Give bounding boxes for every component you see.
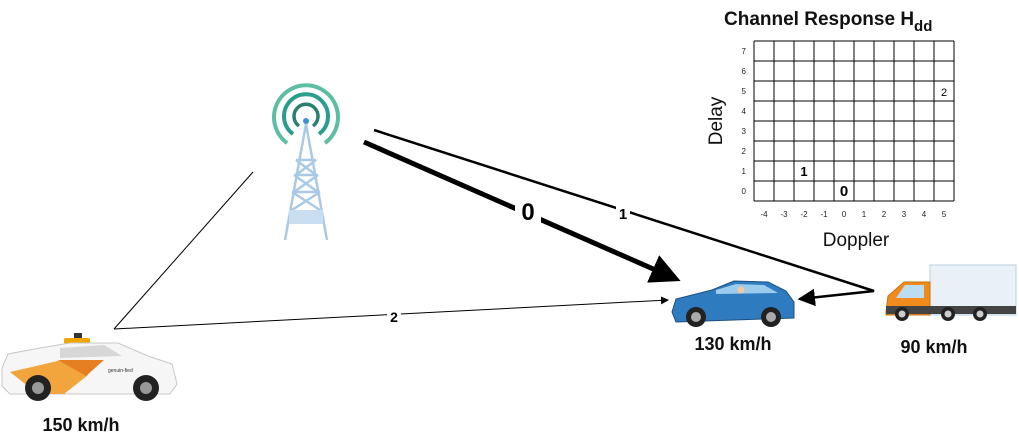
chart-title-main: Channel Response H bbox=[724, 9, 914, 30]
x-tick-label: 2 bbox=[882, 210, 887, 219]
chart-grid bbox=[753, 40, 955, 202]
x-tick-label: 4 bbox=[922, 210, 927, 219]
channel-response-chart: Channel Response Hdd -4 -3 -2 -1 0 1 2 3 4 5 0 1 2 3… bbox=[706, 9, 955, 251]
y-tick-label: 2 bbox=[742, 147, 747, 156]
path-2-source-line bbox=[113, 171, 254, 330]
path-0-label: 0 bbox=[521, 199, 534, 226]
path-2-label-bg bbox=[387, 308, 401, 325]
path-2-label: 2 bbox=[390, 309, 398, 325]
car-logo-text: genuin-fied bbox=[108, 368, 133, 374]
chart-title: Channel Response Hdd bbox=[724, 9, 932, 35]
chart-title-subscript: dd bbox=[914, 18, 932, 35]
truck-icon bbox=[885, 264, 1017, 321]
center-car-icon bbox=[671, 280, 795, 327]
y-tick-label: 1 bbox=[742, 167, 747, 176]
x-tick-label: 5 bbox=[942, 210, 947, 219]
y-tick-label: 6 bbox=[742, 67, 747, 76]
y-axis-label: Delay bbox=[706, 96, 727, 145]
x-tick-label: -3 bbox=[780, 210, 788, 219]
left-car-speed: 150 km/h bbox=[42, 415, 119, 435]
cell-value-label: 1 bbox=[800, 164, 807, 179]
x-tick-label: 0 bbox=[842, 210, 847, 219]
path-1-line bbox=[373, 128, 875, 307]
center-car-speed: 130 km/h bbox=[694, 334, 771, 354]
truck-speed: 90 km/h bbox=[900, 337, 967, 357]
x-tick-label: -4 bbox=[760, 210, 768, 219]
y-tick-label: 7 bbox=[742, 47, 747, 56]
path-1-label-bg bbox=[616, 204, 630, 222]
x-tick-label: -1 bbox=[820, 210, 828, 219]
x-tick-label: 3 bbox=[902, 210, 907, 219]
cell-value-label: 2 bbox=[941, 87, 947, 99]
x-axis-label: Doppler bbox=[823, 230, 890, 251]
x-tick-labels: -4 -3 -2 -1 0 1 2 3 4 5 bbox=[760, 210, 946, 219]
path-0-label-bg bbox=[515, 198, 541, 224]
left-car-icon: genuin-fied bbox=[1, 333, 178, 401]
x-tick-label: -2 bbox=[800, 210, 808, 219]
y-tick-label: 3 bbox=[742, 127, 747, 136]
y-tick-labels: 0 1 2 3 4 5 6 7 bbox=[742, 47, 747, 196]
x-tick-label: 1 bbox=[862, 210, 867, 219]
y-tick-label: 4 bbox=[742, 107, 747, 116]
path-1-label: 1 bbox=[619, 206, 627, 223]
cell-labels: 0 1 2 bbox=[800, 87, 947, 200]
base-station-icon bbox=[272, 83, 340, 241]
cell-value-label: 0 bbox=[840, 183, 848, 200]
y-tick-label: 5 bbox=[742, 87, 747, 96]
y-tick-label: 0 bbox=[742, 187, 747, 196]
